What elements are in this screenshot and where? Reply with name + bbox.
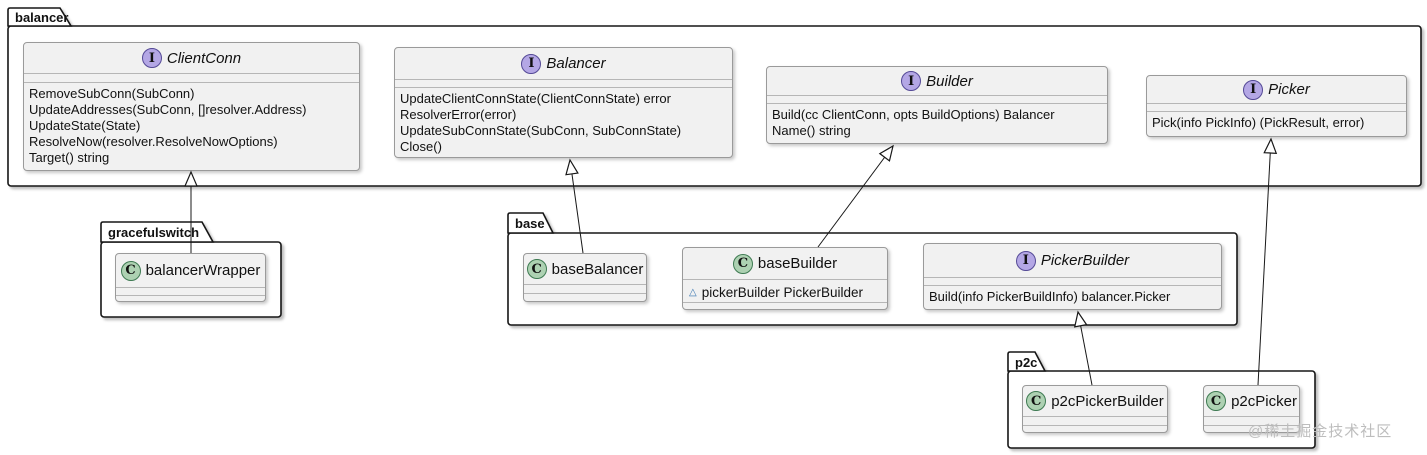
methods-compartment [524, 293, 646, 301]
fields-compartment [395, 79, 732, 87]
fields-compartment [24, 73, 359, 82]
fields-compartment [524, 284, 646, 293]
method: RemoveSubConn(SubConn) [29, 86, 195, 101]
class-name: p2cPicker [1231, 392, 1297, 410]
package-label-p2c: p2c [1015, 355, 1038, 370]
class-title-p2cpickerbuilder: C p2cPickerBuilder [1023, 386, 1167, 416]
class-icon: C [1026, 391, 1047, 411]
fields-compartment [767, 95, 1107, 103]
class-box-clientconn: I ClientConn RemoveSubConn(SubConn) Upda… [23, 42, 360, 171]
package-label-base: base [515, 216, 545, 231]
class-icon: C [1206, 391, 1227, 411]
method: ResolveNow(resolver.ResolveNowOptions) [29, 134, 278, 149]
class-name: baseBalancer [551, 260, 644, 278]
fields-compartment: △ pickerBuilder PickerBuilder [683, 279, 887, 302]
methods-compartment: UpdateClientConnState(ClientConnState) e… [395, 87, 732, 155]
methods-compartment: Build(info PickerBuildInfo) balancer.Pic… [924, 285, 1221, 305]
class-name: PickerBuilder [1040, 252, 1130, 269]
interface-icon: I [1243, 79, 1264, 100]
method: Build(info PickerBuildInfo) balancer.Pic… [929, 289, 1171, 304]
class-title-p2cpicker: C p2cPicker [1204, 386, 1299, 416]
arrow-basebuilder-to-builder [817, 144, 894, 248]
class-name: p2cPickerBuilder [1051, 392, 1164, 410]
class-icon: C [732, 253, 753, 274]
class-box-p2cpickerbuilder: C p2cPickerBuilder [1022, 385, 1168, 433]
method: UpdateAddresses(SubConn, []resolver.Addr… [29, 102, 307, 117]
package-label-gracefulswitch: gracefulswitch [108, 225, 200, 240]
arrow-basebalancer-to-balancer [565, 158, 584, 254]
class-name: baseBuilder [757, 255, 838, 272]
class-box-balancer: I Balancer UpdateClientConnState(ClientC… [394, 47, 733, 158]
class-title-balancerwrapper: C balancerWrapper [116, 254, 265, 287]
watermark: @稀土掘金技术社区 [1248, 423, 1393, 440]
interface-icon: I [901, 71, 922, 91]
class-title-clientconn: I ClientConn [24, 43, 359, 73]
methods-compartment: RemoveSubConn(SubConn) UpdateAddresses(S… [24, 82, 359, 166]
package-private-icon: △ [689, 286, 697, 298]
class-name: Picker [1268, 81, 1310, 98]
class-box-balancerwrapper: C balancerWrapper [115, 253, 266, 302]
method: ResolverError(error) [400, 107, 517, 122]
class-title-builder: I Builder [767, 67, 1107, 95]
class-title-pickerbuilder: I PickerBuilder [924, 244, 1221, 277]
method: UpdateState(State) [29, 118, 141, 133]
fields-compartment [116, 287, 265, 295]
fields-compartment [1147, 103, 1406, 111]
interface-icon: I [521, 53, 542, 74]
class-box-picker: I Picker Pick(info PickInfo) (PickResult… [1146, 75, 1407, 137]
methods-compartment [116, 295, 265, 301]
class-box-builder: I Builder Build(cc ClientConn, opts Buil… [766, 66, 1108, 144]
class-title-balancer: I Balancer [395, 48, 732, 79]
class-name: Builder [926, 72, 973, 90]
interface-icon: I [141, 48, 162, 68]
method: Target() string [29, 150, 110, 165]
class-box-basebuilder: C baseBuilder △ pickerBuilder PickerBuil… [682, 247, 888, 310]
method: UpdateSubConnState(SubConn, SubConnState… [400, 123, 682, 138]
method: Name() string [772, 123, 851, 138]
field: pickerBuilder PickerBuilder [701, 285, 864, 300]
methods-compartment: Pick(info PickInfo) (PickResult, error) [1147, 111, 1406, 131]
class-box-basebalancer: C baseBalancer [523, 253, 647, 302]
methods-compartment [683, 302, 887, 309]
interface-icon: I [1015, 250, 1036, 271]
class-title-picker: I Picker [1147, 76, 1406, 103]
class-name: balancerWrapper [145, 262, 261, 279]
methods-compartment: Build(cc ClientConn, opts BuildOptions) … [767, 103, 1107, 139]
class-icon: C [120, 260, 141, 281]
class-title-basebalancer: C baseBalancer [524, 254, 646, 284]
package-label-balancer: balancer [15, 10, 69, 25]
class-box-pickerbuilder: I PickerBuilder Build(info PickerBuildIn… [923, 243, 1222, 310]
method: Build(cc ClientConn, opts BuildOptions) … [772, 107, 1055, 122]
arrow-p2cpicker-to-picker [1257, 137, 1278, 386]
method: Close() [400, 139, 442, 154]
methods-compartment [1023, 425, 1167, 432]
fields-compartment [1023, 416, 1167, 425]
class-name: ClientConn [166, 49, 242, 67]
method: UpdateClientConnState(ClientConnState) e… [400, 91, 671, 106]
class-icon: C [526, 259, 547, 279]
arrow-p2cpickerbuilder-to-pickerbuilder [1073, 310, 1093, 386]
fields-compartment [924, 277, 1221, 285]
class-name: Balancer [546, 55, 606, 72]
method: Pick(info PickInfo) (PickResult, error) [1152, 115, 1365, 130]
class-title-basebuilder: C baseBuilder [683, 248, 887, 279]
